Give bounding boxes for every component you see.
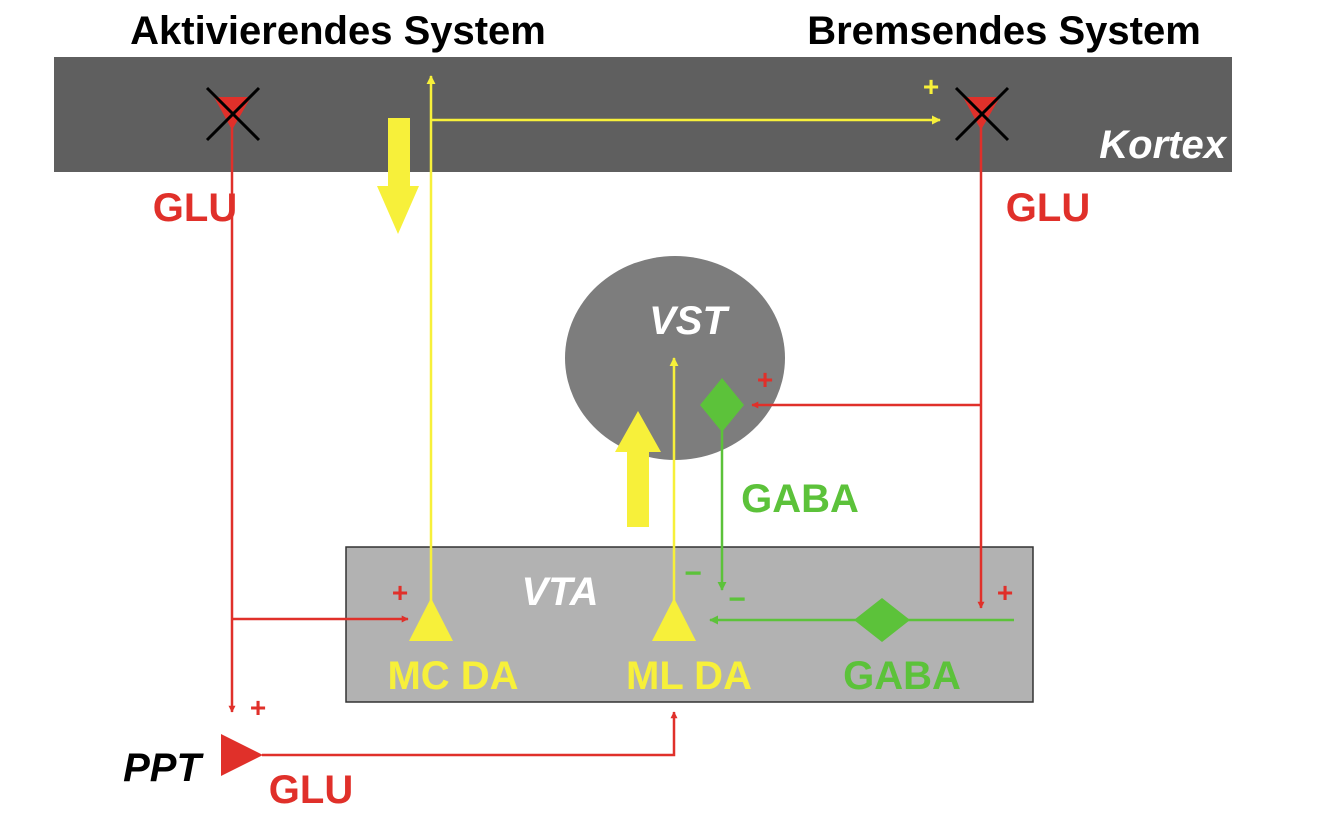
mc-da-neuron bbox=[409, 598, 453, 641]
plus-sign-ppt: + bbox=[250, 692, 266, 723]
cortex-band bbox=[54, 57, 1232, 172]
cortex-label: Kortex bbox=[1099, 123, 1227, 167]
gaba-mid-label: GABA bbox=[741, 477, 859, 521]
vta-label: VTA bbox=[521, 570, 598, 614]
vst-gaba-neuron bbox=[700, 378, 744, 432]
ml-da-neuron bbox=[652, 598, 696, 641]
left-cortex-neuron bbox=[205, 86, 261, 142]
plus-sign-vst: + bbox=[757, 364, 773, 395]
mc-da-label: MC DA bbox=[387, 654, 518, 698]
minus-sign-ml-da-right: − bbox=[728, 583, 746, 616]
plus-sign-cortex: + bbox=[923, 71, 939, 102]
ppt-label: PPT bbox=[123, 746, 204, 790]
vta-gaba-neuron bbox=[854, 598, 910, 642]
vta-region bbox=[345, 546, 1034, 703]
right-cortex-neuron bbox=[954, 86, 1010, 142]
heading-braking-system: Bremsendes System bbox=[807, 9, 1201, 53]
glutamate-pathways bbox=[228, 128, 985, 757]
big-down-arrow bbox=[377, 118, 419, 234]
minus-sign-ml-da-left: − bbox=[684, 557, 702, 590]
heading-activating-system: Aktivierendes System bbox=[130, 9, 546, 53]
gaba-vta-label: GABA bbox=[843, 654, 961, 698]
glu-bottom-label: GLU bbox=[269, 768, 353, 812]
glu-right-label: GLU bbox=[1006, 186, 1090, 230]
dopamine-pathways bbox=[426, 75, 941, 605]
ml-da-label: ML DA bbox=[626, 654, 752, 698]
ppt-to-ml-da-arrow bbox=[262, 711, 678, 757]
plus-sign-vta-right: + bbox=[997, 577, 1013, 608]
glu-left-label: GLU bbox=[153, 186, 237, 230]
ppt-neuron bbox=[221, 734, 263, 776]
plus-sign-mc-da: + bbox=[392, 577, 408, 608]
big-up-arrow bbox=[615, 411, 661, 527]
vst-label: VST bbox=[649, 299, 730, 343]
